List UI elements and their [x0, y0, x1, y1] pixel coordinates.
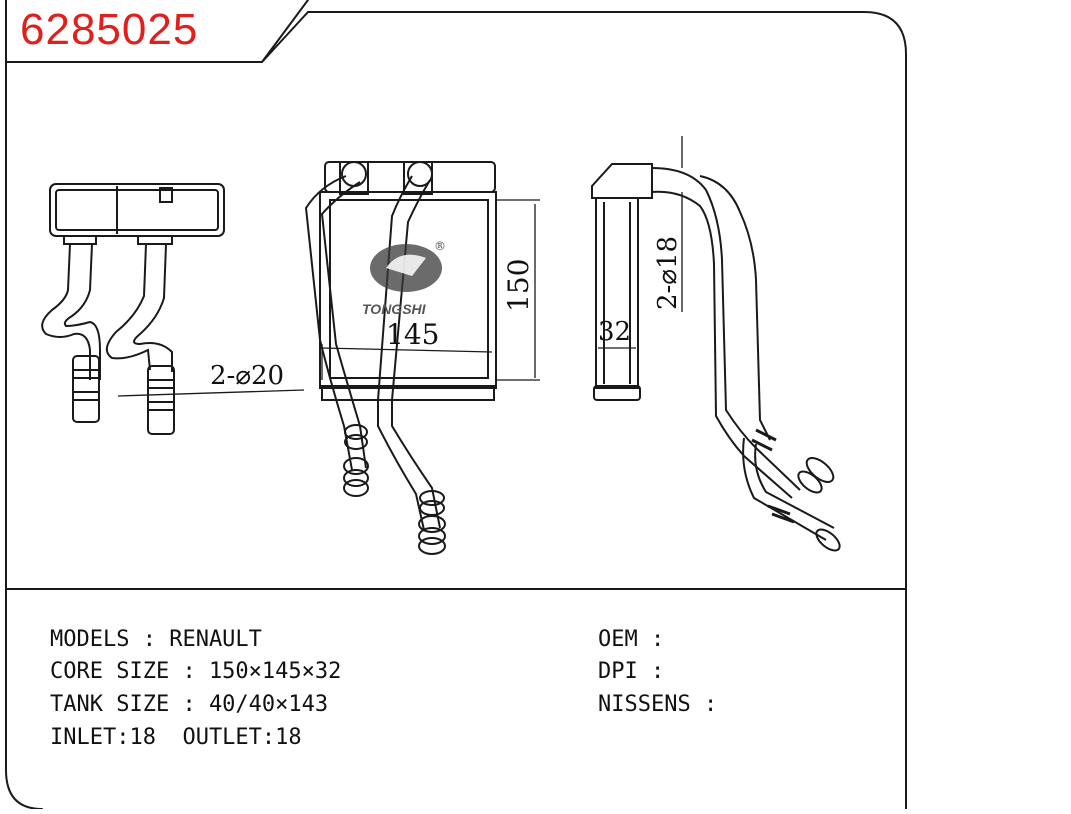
- left-view: [41, 183, 305, 435]
- brand-logo: [370, 244, 442, 292]
- core-height-label: 150: [502, 259, 535, 312]
- outlet-diameter-label: 2-⌀18: [653, 236, 683, 310]
- spec-inlet-outlet: INLET:18 OUTLET:18: [50, 725, 302, 750]
- brand-mark: TONGSHI: [362, 301, 427, 317]
- spec-oem: OEM :: [598, 627, 665, 652]
- middle-view: [304, 161, 540, 555]
- inlet-diameter-label: 2-⌀20: [210, 361, 284, 391]
- core-width-label: 145: [386, 318, 439, 351]
- spec-dpi: DPI :: [598, 659, 665, 684]
- title-tab: [5, 0, 309, 63]
- spec-core-size: CORE SIZE : 150×145×32: [50, 659, 342, 684]
- part-number: 6285025: [20, 5, 199, 54]
- core-depth-label: 32: [598, 317, 631, 347]
- spec-models: MODELS : RENAULT: [50, 627, 262, 652]
- spec-nissens: NISSENS :: [598, 692, 718, 717]
- sheet-border: [5, 11, 907, 810]
- spec-tank-size: TANK SIZE : 40/40×143: [50, 692, 329, 717]
- right-view: [591, 136, 841, 552]
- registered-mark: ®: [434, 239, 446, 253]
